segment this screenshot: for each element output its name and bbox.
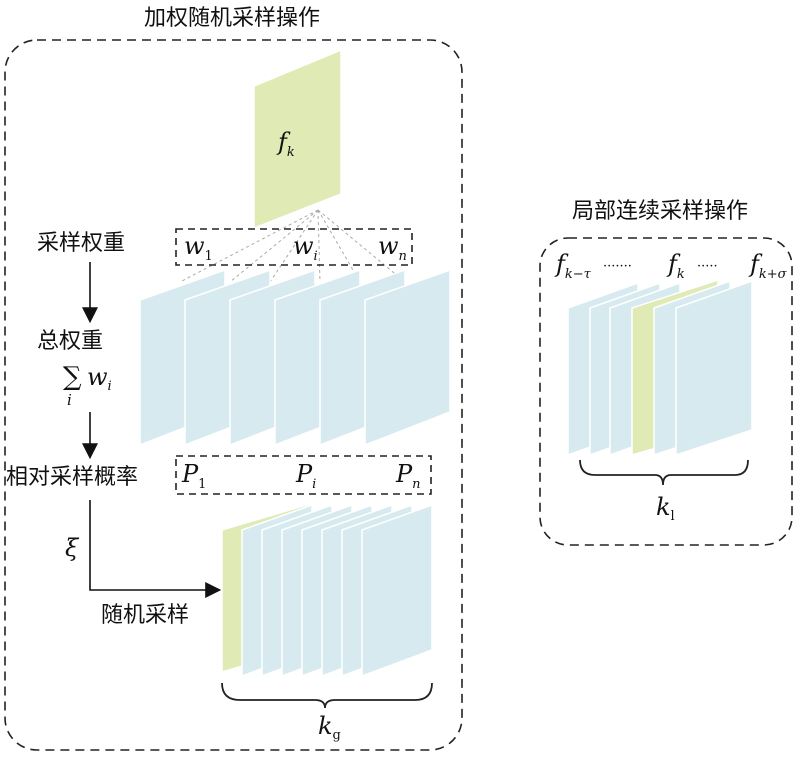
weight-connector bbox=[317, 209, 406, 283]
sum-index: i bbox=[67, 391, 72, 409]
ellipsis: ····· bbox=[697, 259, 718, 274]
local-frame bbox=[675, 279, 753, 457]
brace-kl-label: kl bbox=[656, 493, 675, 524]
weights-label: 采样权重 bbox=[37, 231, 125, 256]
frame-index-label: fk−τ bbox=[554, 250, 592, 282]
prob-value: P1 bbox=[181, 460, 206, 492]
candidate-frame-stack bbox=[139, 268, 451, 447]
brace-kg-label: kg bbox=[318, 712, 341, 743]
sum-expression: ∑ wi bbox=[63, 362, 112, 394]
frame-index-label: fk bbox=[666, 250, 685, 282]
weight-connector bbox=[179, 209, 319, 283]
weight-label: wi bbox=[293, 232, 318, 264]
weight-connector bbox=[317, 209, 321, 283]
weight-label: wn bbox=[378, 232, 407, 264]
prob-row: P1 Pi Pn bbox=[181, 460, 421, 492]
ellipsis: ······· bbox=[603, 259, 632, 274]
weight-label: w1 bbox=[184, 232, 213, 264]
prob-value: Pi bbox=[295, 460, 316, 492]
dotted-connectors bbox=[179, 209, 406, 283]
weight-connector bbox=[269, 209, 319, 283]
right-label-row: fk−τ ······· fk ····· fk+σ bbox=[554, 250, 788, 282]
right-panel-frame bbox=[539, 237, 793, 546]
random-sample-label: 随机采样 bbox=[101, 603, 189, 628]
total-weight-label: 总权重 bbox=[37, 329, 103, 354]
weights-box bbox=[175, 228, 413, 266]
prob-label: 相对采样概率 bbox=[6, 465, 138, 490]
local-frame-stack bbox=[567, 278, 753, 457]
brace-kg bbox=[221, 682, 433, 709]
weight-connector bbox=[229, 209, 319, 283]
frame-index-label: fk+σ bbox=[748, 250, 788, 282]
prob-box bbox=[175, 455, 432, 495]
brace-kl bbox=[579, 459, 749, 486]
right-panel-title: 局部连续采样操作 bbox=[572, 199, 748, 224]
weights-row: w1 wi wn bbox=[184, 232, 407, 264]
sampled-frame bbox=[361, 503, 433, 678]
prob-value: Pn bbox=[395, 460, 421, 492]
xi-label: ξ bbox=[65, 534, 80, 562]
left-panel-frame bbox=[4, 39, 463, 751]
left-panel-title: 加权随机采样操作 bbox=[144, 6, 320, 31]
sampled-frame-stack bbox=[221, 502, 433, 678]
arrow-to-sampled bbox=[89, 500, 222, 598]
candidate-frame bbox=[364, 268, 451, 447]
weight-connector bbox=[317, 209, 361, 283]
top-frame-fk bbox=[253, 48, 342, 230]
